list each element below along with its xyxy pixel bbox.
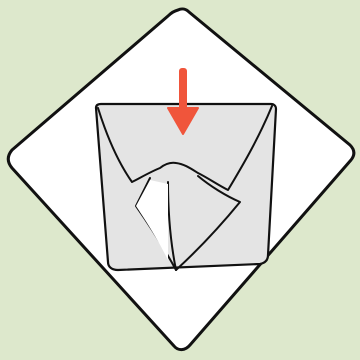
arrow-shaft	[179, 68, 187, 110]
